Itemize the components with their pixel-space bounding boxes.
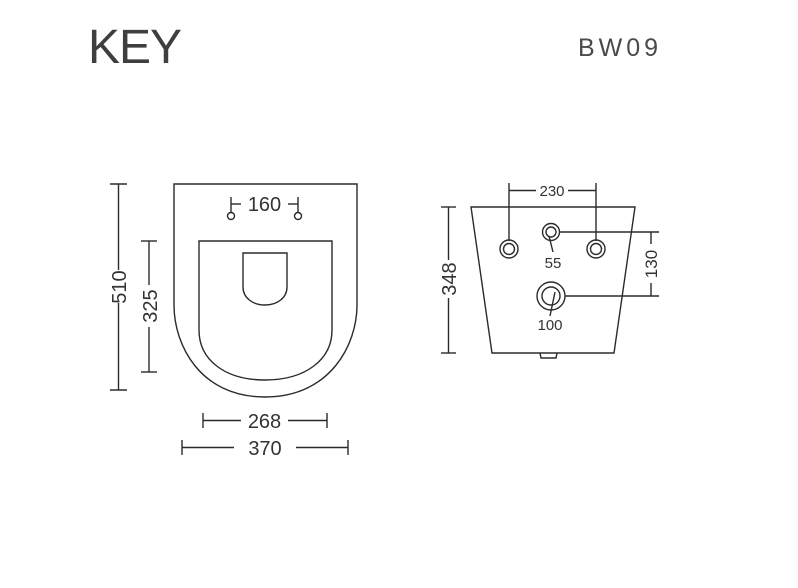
dim-label-325: 325 bbox=[140, 289, 162, 322]
fixing-hole-right bbox=[293, 211, 303, 221]
dimension-line-370 bbox=[181, 440, 349, 455]
brand-title: KEY bbox=[88, 21, 182, 74]
dim-label-55: 55 bbox=[545, 255, 562, 272]
bolt-hole-right bbox=[586, 239, 606, 259]
fixing-hole-left bbox=[226, 211, 236, 221]
dimension-line-325 bbox=[141, 240, 157, 373]
bolt-hole-left bbox=[499, 239, 519, 259]
dimension-line-510 bbox=[110, 183, 127, 391]
dimension-line-268 bbox=[202, 413, 328, 428]
dim-label-370: 370 bbox=[248, 438, 281, 460]
dim-label-348: 348 bbox=[439, 262, 461, 295]
leader-line-55 bbox=[548, 235, 554, 253]
leader-line-100 bbox=[549, 291, 556, 317]
dimension-line-160 bbox=[230, 197, 299, 212]
rear-profile-outline bbox=[470, 206, 636, 354]
dim-label-130: 130 bbox=[642, 250, 661, 278]
dimension-line-348 bbox=[441, 206, 456, 354]
dim-label-160: 160 bbox=[248, 194, 281, 216]
seat-opening-outline bbox=[198, 240, 333, 381]
dim-label-268: 268 bbox=[248, 411, 281, 433]
dim-label-510: 510 bbox=[109, 270, 131, 303]
dimension-line-130 bbox=[560, 231, 659, 297]
water-spot bbox=[242, 252, 288, 306]
dim-label-230: 230 bbox=[539, 183, 564, 200]
water-inlet-hole bbox=[541, 222, 561, 242]
bowl-outline bbox=[173, 183, 358, 398]
rear-foot bbox=[539, 352, 558, 359]
waste-outlet-hole bbox=[536, 281, 566, 311]
model-code: BW09 bbox=[578, 34, 663, 62]
dim-label-100: 100 bbox=[537, 317, 562, 334]
